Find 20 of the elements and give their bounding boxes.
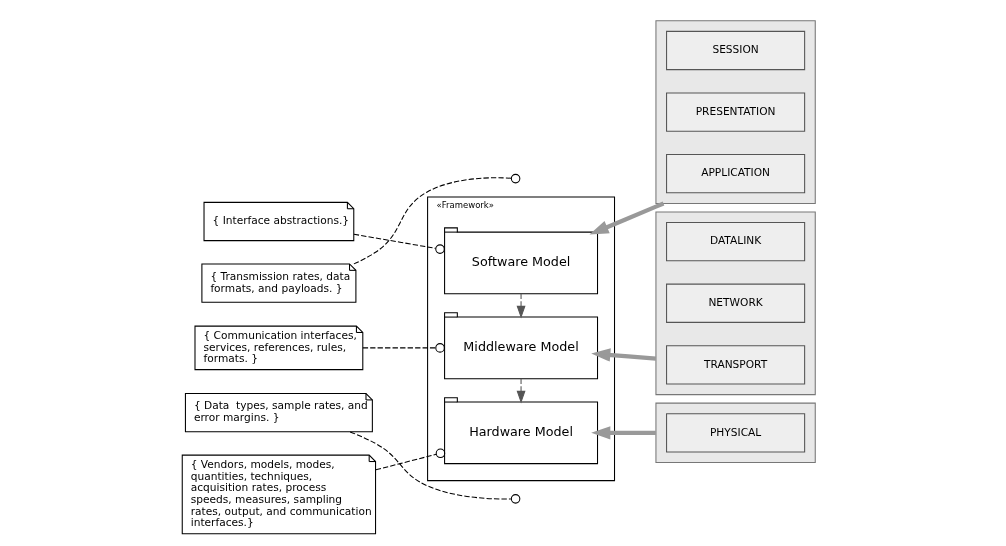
arrow [591,426,656,440]
connector [362,343,445,353]
node-box: PHYSICAL [666,413,806,453]
arrow [516,293,526,319]
connector [353,177,512,265]
cluster [655,402,816,464]
arrow [589,201,665,235]
node-box: TRANSPORT [666,345,806,385]
node-box: DATALINK [666,222,806,262]
node-box: NETWORK [666,283,806,323]
node-box: SESSION [666,30,806,71]
cluster [655,20,816,204]
node-box: APPLICATION [666,154,806,194]
connector [375,448,446,471]
arrow [591,348,657,362]
connector [353,233,445,254]
node-box: PRESENTATION [666,92,806,132]
arrow [516,378,526,404]
cluster [655,211,816,396]
connector [349,431,512,500]
